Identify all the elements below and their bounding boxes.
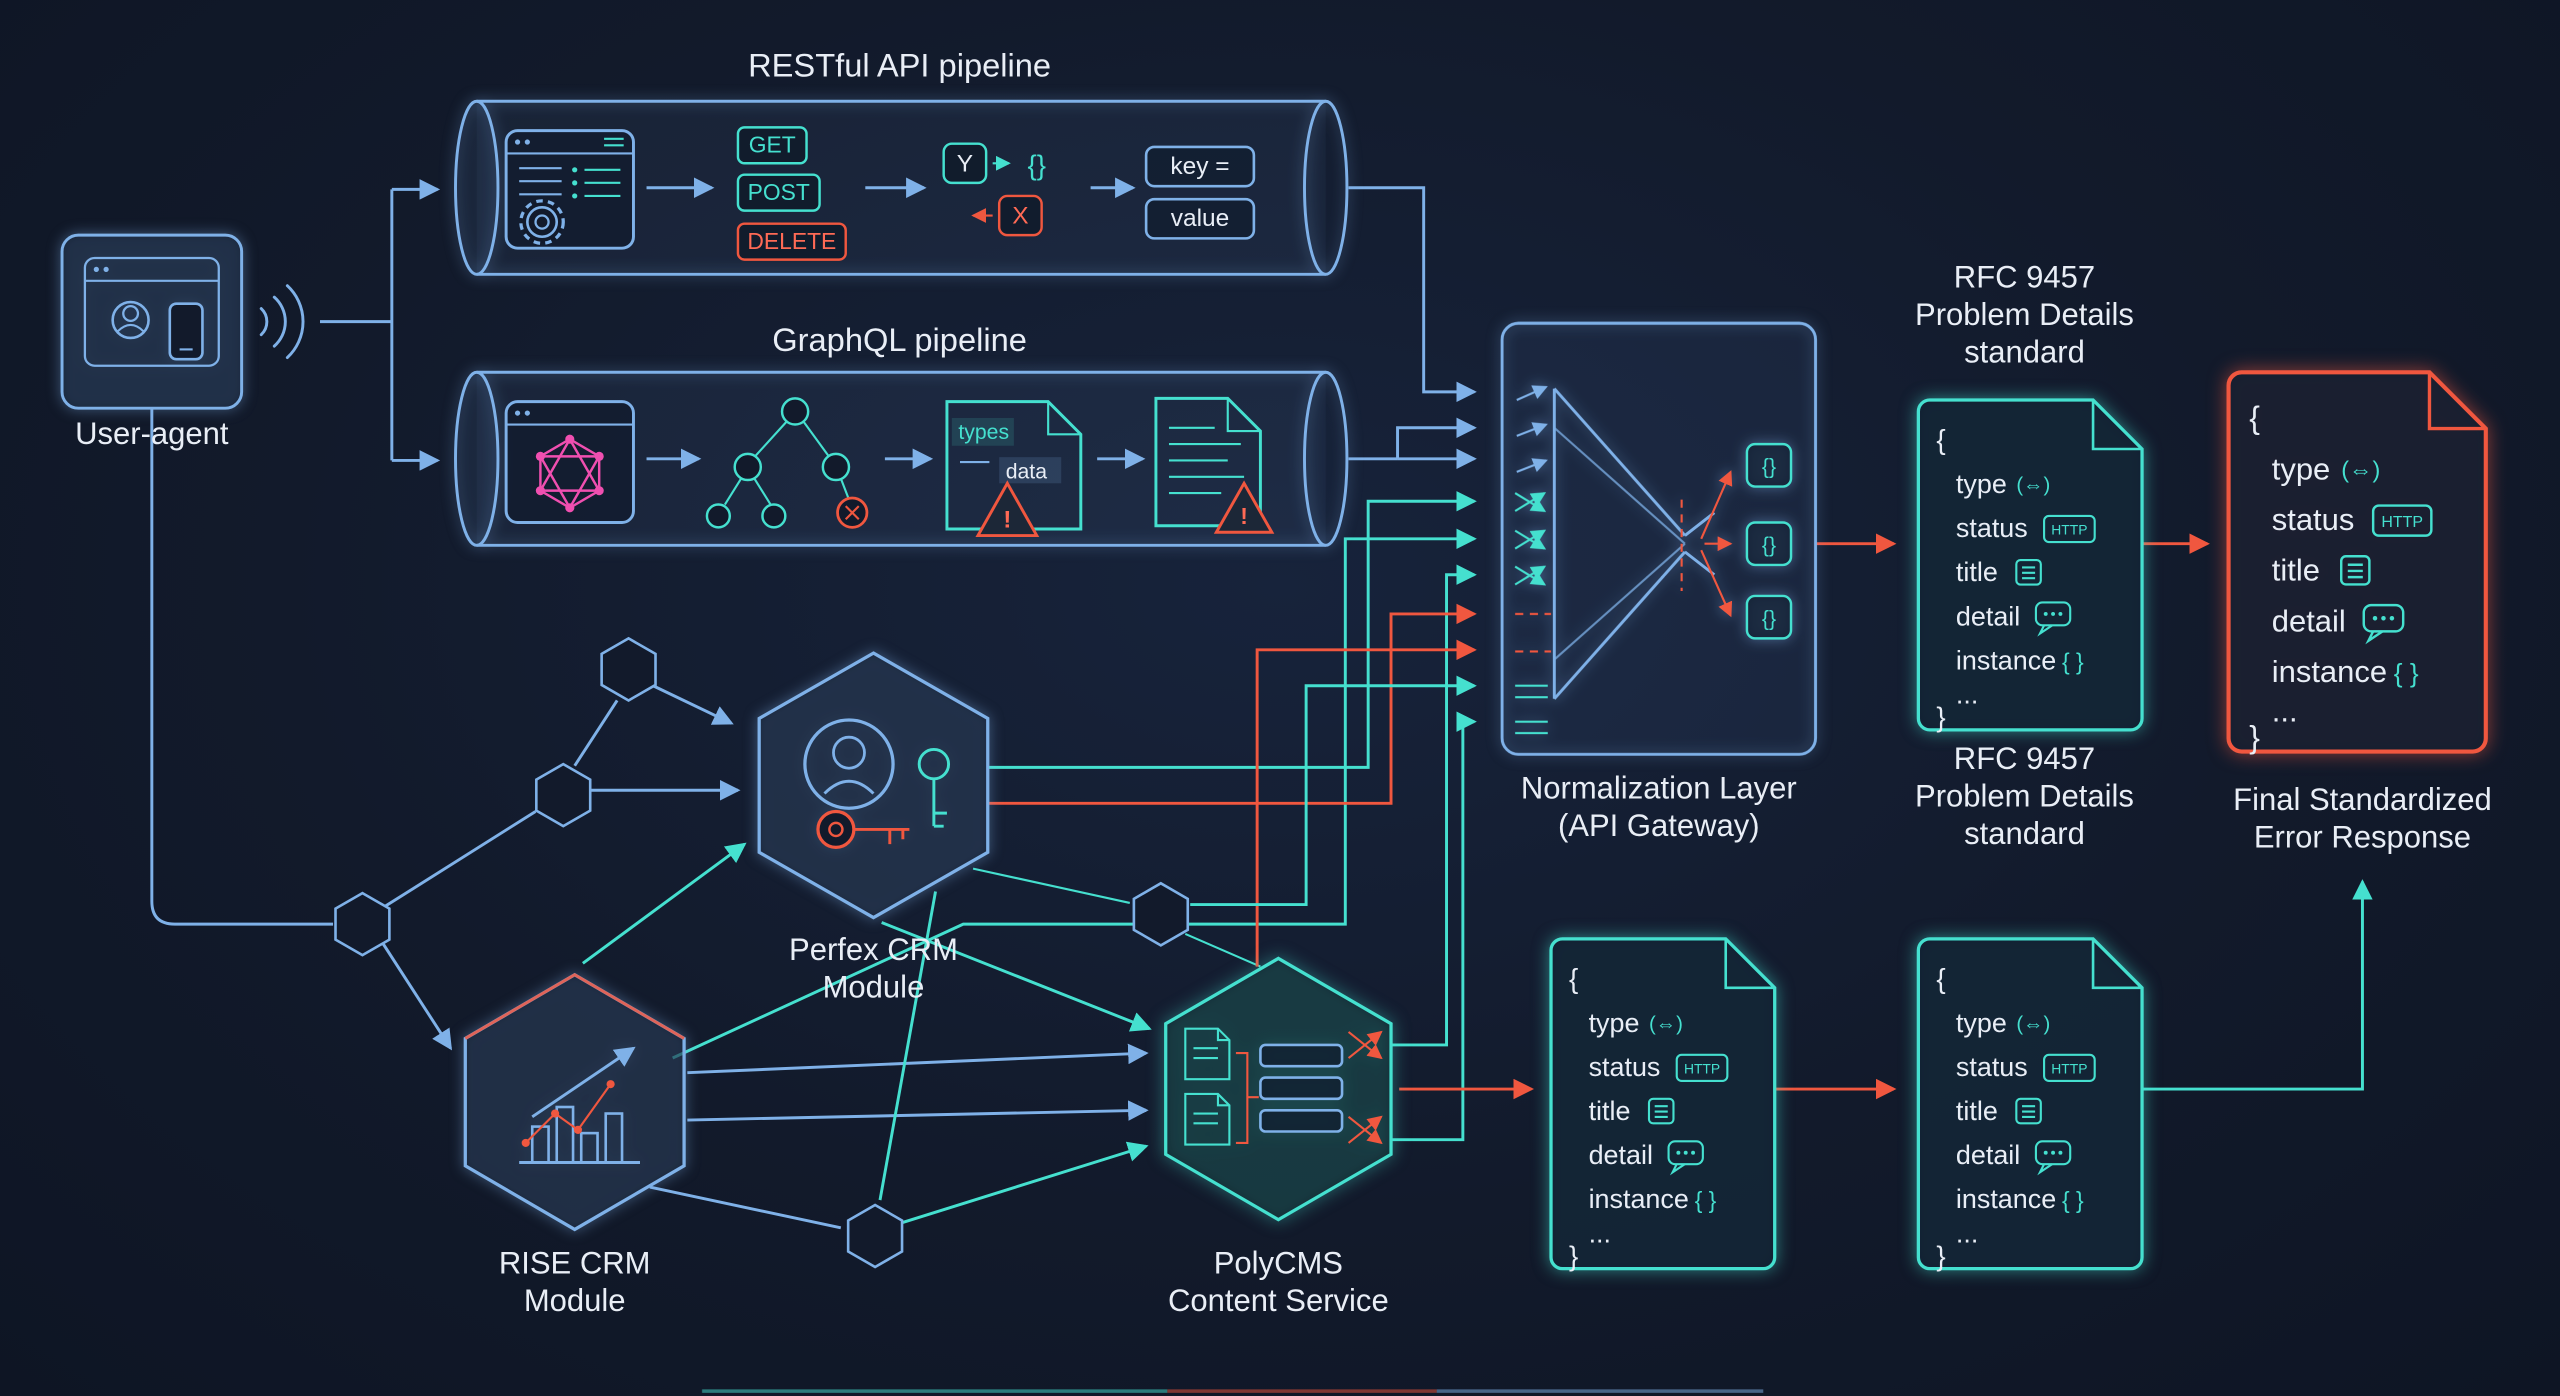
get-chip — [736, 126, 808, 165]
perfex-label-line2: Module — [823, 970, 925, 1005]
gear-icon — [519, 199, 565, 245]
database-stack-icon — [1259, 1043, 1344, 1133]
polycms-label-line1: PolyCMS — [1214, 1246, 1343, 1281]
types-label: types — [958, 421, 1009, 444]
problem-details-doc-merged — [1916, 937, 2144, 1273]
phone-icon — [168, 302, 204, 361]
transform-icon: Y {} X — [942, 142, 1046, 237]
rfc-label-top: RFC 9457 Problem Details standard — [1915, 259, 2134, 369]
connector-lines — [150, 179, 2373, 1230]
funnel-icon — [1552, 387, 1716, 700]
rfc-label-bottom: RFC 9457 Problem Details standard — [1915, 741, 2134, 851]
key-label: key = — [1170, 153, 1229, 180]
browser-window-icon — [83, 256, 220, 367]
braces-chip: {} — [1762, 534, 1776, 557]
transform-x-label: X — [1012, 203, 1028, 230]
gateway-input-icons — [1514, 385, 1552, 735]
delete-label: DELETE — [747, 228, 836, 254]
rise-label-line1: RISE CRM — [499, 1246, 651, 1281]
final-error-response-doc — [2229, 372, 2486, 757]
perfex-crm-node — [757, 651, 990, 920]
shuffle-icon — [1514, 529, 1547, 550]
transform-y-label: Y — [957, 150, 973, 177]
rfc-bottom-line3: standard — [1964, 816, 2085, 851]
data-label: data — [1006, 460, 1047, 483]
chart-growth-icon — [519, 1046, 640, 1164]
doc-stack-connector — [1235, 1052, 1259, 1144]
rise-label-line2: Module — [524, 1283, 626, 1318]
key-icon-red — [816, 809, 910, 850]
hex-node — [535, 762, 592, 828]
hex-node — [600, 637, 657, 702]
braces-chip: {} — [1762, 607, 1776, 630]
warning-triangle-icon: ! — [975, 480, 1040, 538]
polycms-label-line2: Content Service — [1168, 1283, 1389, 1318]
polycms-node — [1164, 956, 1393, 1222]
rfc-top-line3: standard — [1964, 334, 2085, 369]
problem-details-doc-polycms — [1549, 937, 1777, 1273]
hex-node — [334, 891, 391, 957]
gateway-label-line2: (API Gateway) — [1558, 808, 1760, 843]
person-icon — [111, 300, 150, 340]
code-document-icon: ! — [1154, 396, 1275, 534]
shuffle-icon-red — [1347, 1030, 1383, 1145]
problem-details-doc-gateway — [1916, 398, 2144, 734]
final-label-line1: Final Standardized — [2233, 782, 2492, 817]
types-document-icon: types data ! — [945, 400, 1083, 538]
value-label: value — [1171, 205, 1230, 232]
key-icon-teal — [917, 747, 951, 828]
transform-braces-label: {} — [1027, 150, 1046, 181]
schema-tree-icon — [705, 397, 869, 529]
rise-crm-node — [463, 972, 686, 1232]
final-response-label: Final Standardized Error Response — [2233, 782, 2492, 855]
rfc-bottom-line1: RFC 9457 — [1954, 741, 2095, 776]
key-value-pair: key = value — [1144, 145, 1256, 240]
perfex-label-line1: Perfex CRM — [789, 932, 958, 967]
braces-chip: {} — [1762, 455, 1776, 478]
rest-pipeline-title: RESTful API pipeline — [748, 47, 1051, 84]
warning-mark: ! — [1240, 503, 1248, 529]
final-label-line2: Error Response — [2254, 819, 2471, 854]
error-node-icon — [836, 496, 869, 529]
graphql-pipeline-title: GraphQL pipeline — [772, 321, 1027, 358]
shuffle-icon — [1514, 492, 1547, 513]
gateway-output-braces: {} {} {} — [1745, 442, 1793, 640]
shuffle-icon — [1514, 565, 1547, 586]
content-docs-icon — [1184, 1027, 1231, 1146]
user-agent-label: User-agent — [75, 416, 229, 451]
get-label: GET — [749, 132, 796, 158]
gateway-label-line1: Normalization Layer — [1521, 770, 1797, 805]
gateway-node: {} {} {} — [1500, 321, 1817, 756]
rfc-top-line2: Problem Details — [1915, 297, 2134, 332]
http-method-buttons: GET POST DELETE — [736, 126, 847, 261]
signal-waves-icon — [259, 284, 305, 360]
hex-node — [846, 1203, 904, 1269]
graphql-browser-icon — [504, 400, 635, 524]
user-agent-node — [60, 233, 244, 410]
funnel-output-arrows — [1700, 470, 1733, 618]
graphql-logo-icon — [535, 434, 604, 513]
rest-browser-icon — [504, 129, 635, 250]
user-profile-icon — [803, 718, 895, 810]
delete-chip — [736, 222, 847, 261]
warning-triangle-icon: ! — [1213, 480, 1275, 534]
hex-node — [1132, 882, 1190, 947]
rfc-top-line1: RFC 9457 — [1954, 259, 2095, 294]
post-chip — [736, 173, 821, 212]
post-label: POST — [748, 179, 810, 205]
rfc-bottom-line2: Problem Details — [1915, 779, 2134, 814]
warning-mark: ! — [1003, 506, 1011, 533]
